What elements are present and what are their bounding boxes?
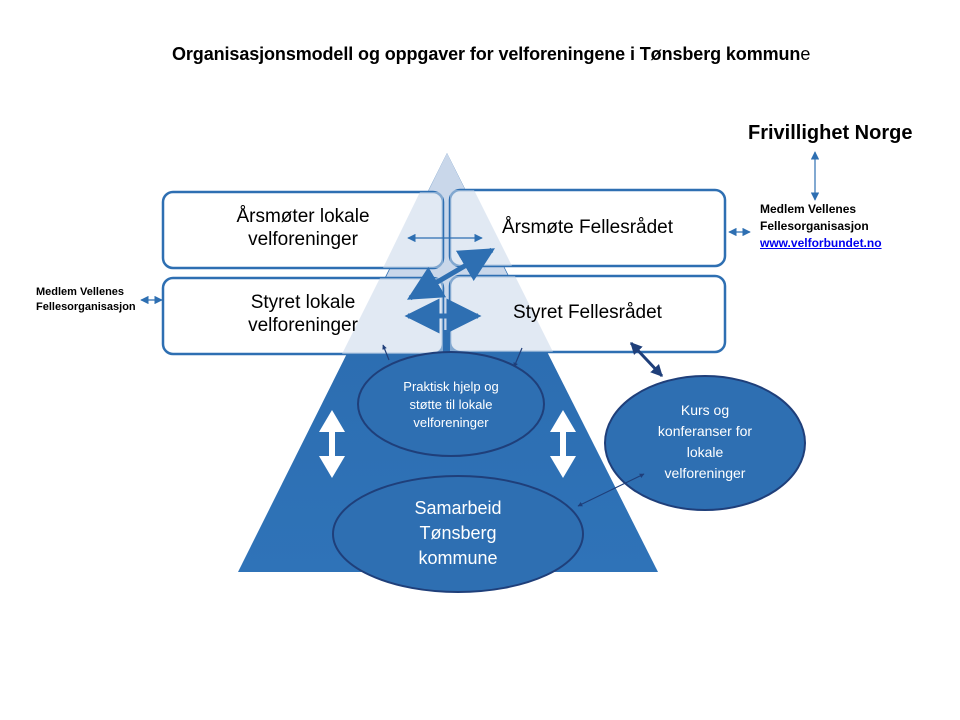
ellipse-praktisk	[357, 351, 545, 457]
arrow-samarbeid-kurs	[577, 473, 645, 507]
label-kurs: Kurs og konferanser for lokale velforeni…	[657, 402, 753, 481]
label-samarbeid: Samarbeid Tønsberg kommune	[414, 498, 502, 568]
label-styret-lokale: Styret lokale velforeninger	[248, 292, 358, 336]
label-praktisk: Praktisk hjelp og støtte til lokale velf…	[403, 379, 499, 430]
diagram-title: Organisasjonsmodell og oppgaver for velf…	[172, 44, 811, 64]
arrow-praktisk-right	[513, 347, 523, 368]
pyramid-tint-top-right	[450, 190, 512, 266]
label-arsmote-fellesradet: Årsmøte Fellesrådet	[501, 217, 674, 238]
label-arsmoter-lokale: Årsmøter lokale velforeninger	[236, 206, 370, 250]
arrow-styret-kurs	[629, 341, 664, 378]
label-left-member: Medlem Vellenes Fellesorganisasjon	[36, 286, 136, 313]
label-styret-fellesradet: Styret Fellesrådet	[513, 302, 662, 323]
vertical-white-arrow-left	[319, 410, 345, 478]
arrow-praktisk-left	[382, 344, 390, 361]
velforbundet-link[interactable]: www.velforbundet.no	[760, 236, 882, 250]
label-right-member: Medlem Vellenes Fellesorganisasjon www.v…	[760, 202, 882, 250]
label-frivillighet-norge: Frivillighet Norge	[748, 122, 913, 144]
ellipse-samarbeid	[332, 475, 584, 593]
arrow-diagonal-styret-arsmote	[406, 247, 496, 301]
ellipse-kurs	[604, 375, 806, 511]
vertical-white-arrow-right	[550, 410, 576, 478]
